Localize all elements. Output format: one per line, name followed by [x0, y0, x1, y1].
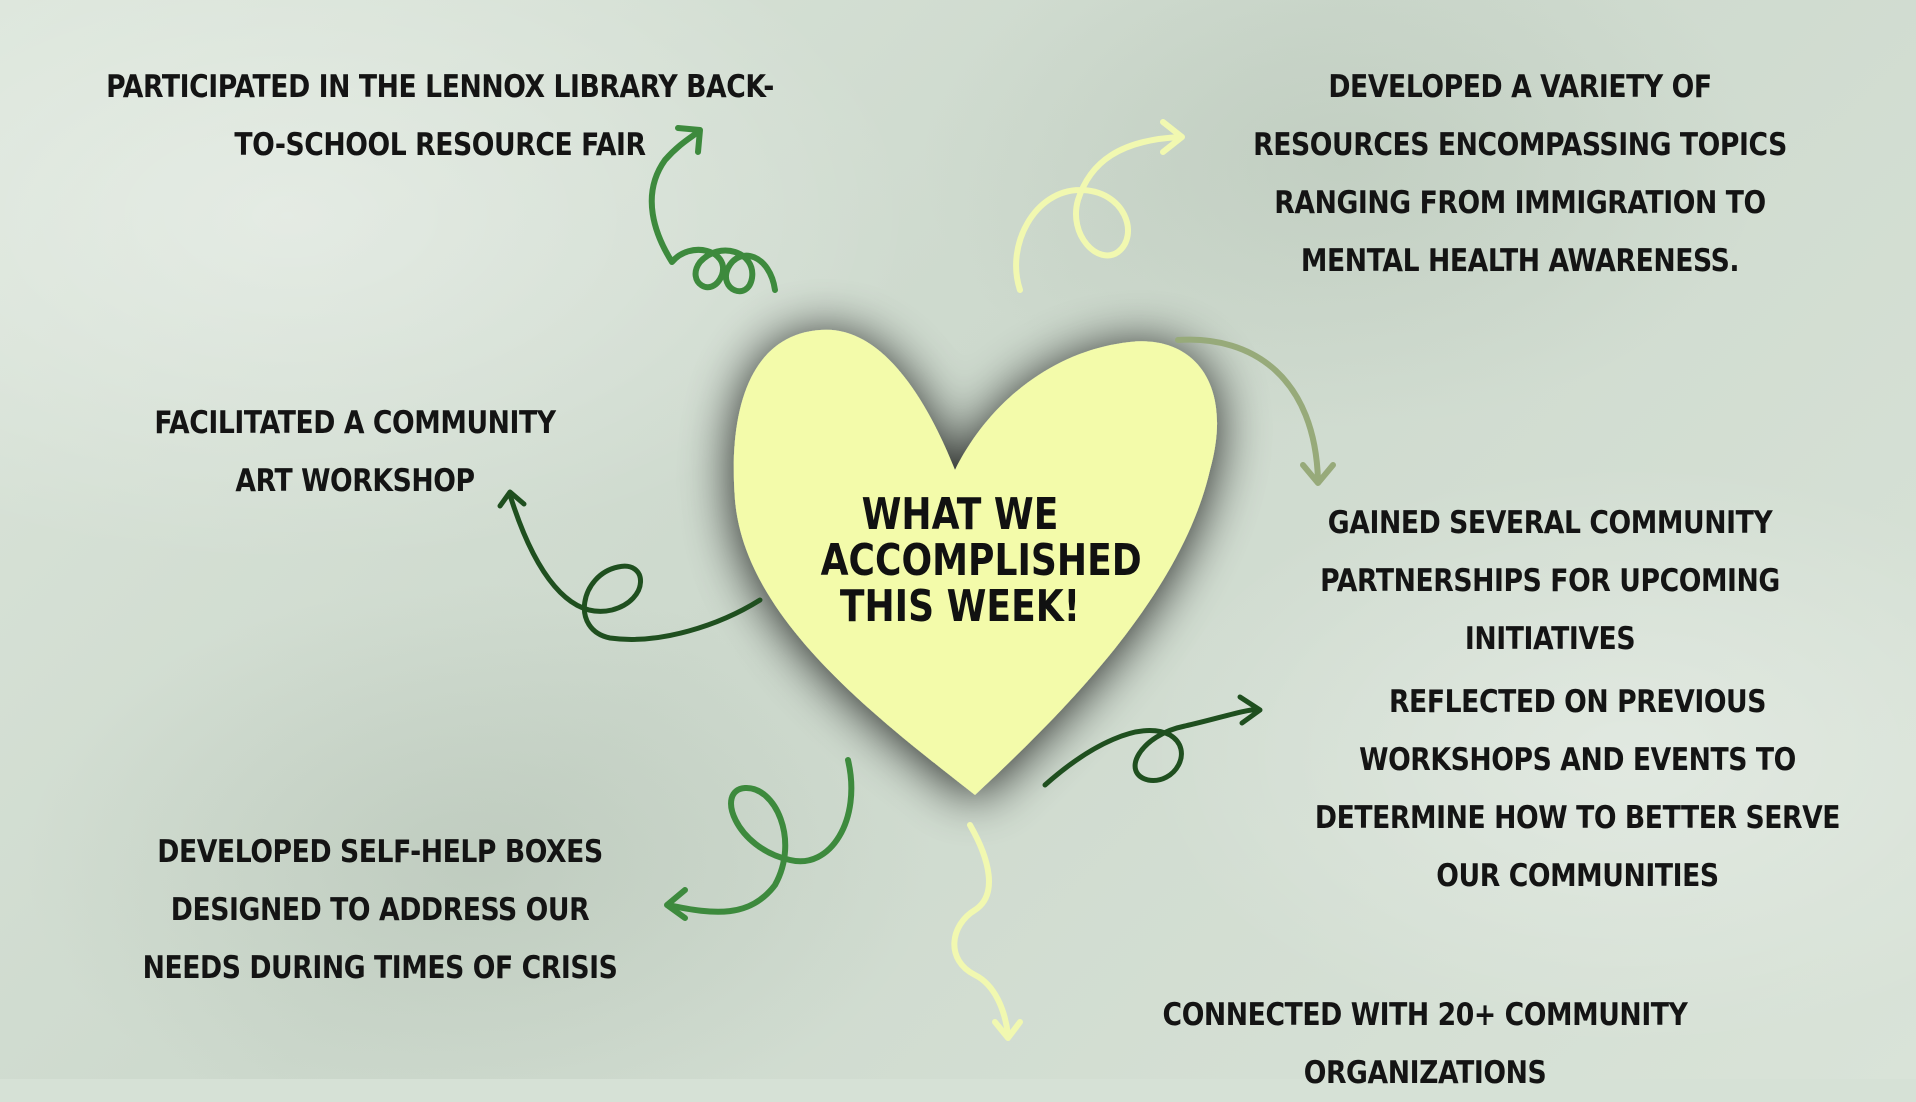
heart-shape	[733, 329, 1218, 795]
label-reflected: REFLECTED ON PREVIOUS WORKSHOPS AND EVEN…	[1314, 684, 1841, 894]
label-self-help: DEVELOPED SELF-HELP BOXES DESIGNED TO AD…	[142, 834, 618, 986]
arrow-to-organizations	[951, 822, 1023, 1041]
arrow-to-reflected	[1042, 694, 1263, 788]
arrow-to-art-workshop	[497, 489, 763, 642]
label-organizations: CONNECTED WITH 20+ COMMUNITY ORGANIZATIO…	[1162, 997, 1688, 1091]
arrow-to-resources	[1013, 119, 1185, 293]
arrow-to-partnerships	[1175, 336, 1336, 486]
diagram-canvas	[497, 119, 1336, 1041]
label-resources: DEVELOPED A VARIETY OF RESOURCES ENCOMPA…	[1253, 69, 1787, 279]
arrow-to-library-fair	[648, 125, 778, 294]
center-title: WHAT WE ACCOMPLISHED THIS WEEK!	[820, 489, 1142, 632]
arrow-to-self-help	[664, 757, 855, 921]
label-partnerships: GAINED SEVERAL COMMUNITY PARTNERSHIPS FO…	[1320, 505, 1780, 657]
label-library-fair: PARTICIPATED IN THE LENNOX LIBRARY BACK-…	[106, 69, 774, 163]
label-art-workshop: FACILITATED A COMMUNITY ART WORKSHOP	[154, 405, 556, 499]
